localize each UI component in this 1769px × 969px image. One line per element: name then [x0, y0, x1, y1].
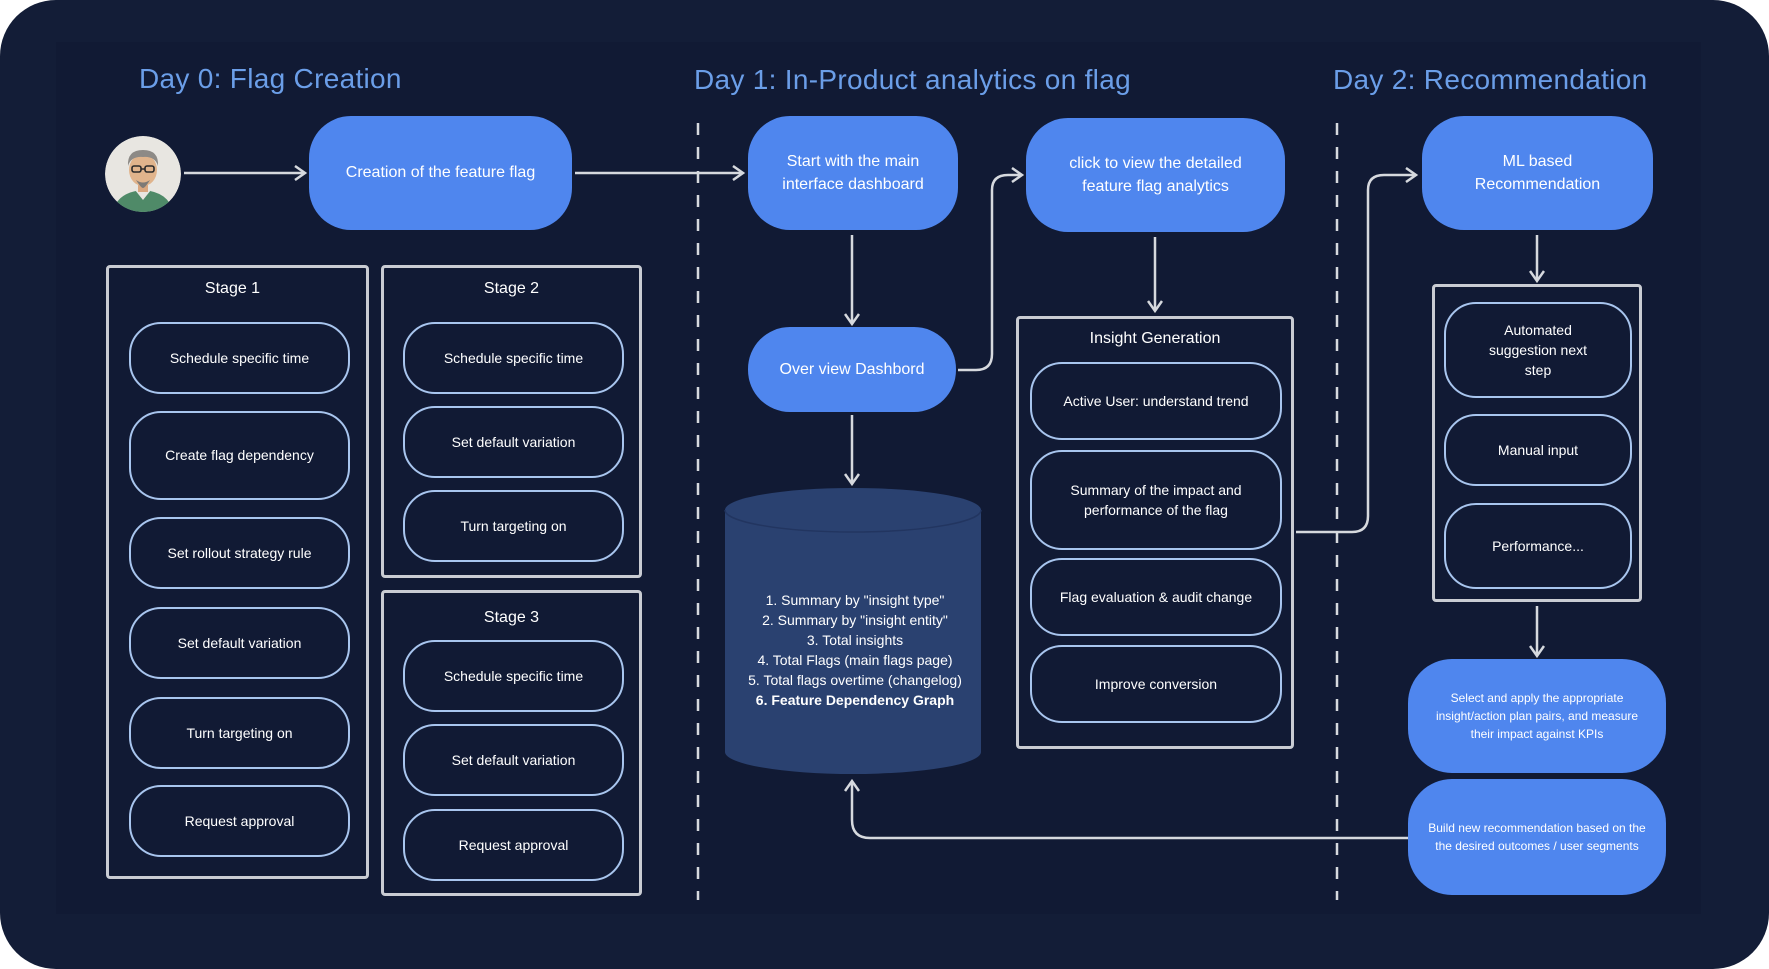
- insight-generation-title: Insight Generation: [1089, 330, 1221, 347]
- stage1-item[interactable]: Set rollout strategy rule: [129, 517, 350, 589]
- stage3-item[interactable]: Schedule specific time: [403, 640, 624, 712]
- insight-item[interactable]: Summary of the impact and performance of…: [1030, 450, 1282, 550]
- arrow-overview-to-detailed: [958, 175, 1022, 372]
- stage1-item[interactable]: Turn targeting on: [129, 697, 350, 769]
- user-avatar-icon: [105, 136, 181, 212]
- select-apply-node[interactable]: Select and apply the appropriate insight…: [1408, 659, 1666, 773]
- stage3-item[interactable]: Set default variation: [403, 724, 624, 796]
- day2-title: Day 2: Recommendation: [1333, 64, 1648, 95]
- creation-of-feature-flag-node[interactable]: Creation of the feature flag: [309, 116, 572, 230]
- database-items: 1. Summary by "insight type" 2. Summary …: [727, 590, 983, 710]
- stage3-title: Stage 3: [483, 609, 540, 626]
- stage2-item[interactable]: Set default variation: [403, 406, 624, 478]
- stage3-box: Stage 3: [381, 590, 642, 896]
- ml-recommendation-node[interactable]: ML based Recommendation: [1422, 116, 1653, 230]
- day0-title: Day 0: Flag Creation: [139, 63, 402, 94]
- arrow-build-to-database: [852, 781, 1408, 840]
- stage1-item[interactable]: Create flag dependency: [129, 411, 350, 500]
- database-item: 4. Total Flags (main flags page): [757, 652, 953, 668]
- database-item: 3. Total insights: [806, 632, 904, 648]
- stage2-title: Stage 2: [483, 280, 540, 297]
- stage1-item[interactable]: Schedule specific time: [129, 322, 350, 394]
- start-main-dashboard-node[interactable]: Start with the main interface dashboard: [748, 116, 958, 230]
- stage1-box: Stage 1: [106, 265, 369, 879]
- detailed-analytics-node[interactable]: click to view the detailed feature flag …: [1026, 118, 1285, 232]
- database-item: 1. Summary by "insight type": [765, 592, 945, 608]
- stage2-item[interactable]: Schedule specific time: [403, 322, 624, 394]
- insight-item[interactable]: Improve conversion: [1030, 645, 1282, 723]
- insight-item[interactable]: Flag evaluation & audit change: [1030, 558, 1282, 636]
- day1-title: Day 1: In-Product analytics on flag: [694, 64, 1131, 95]
- database-cylinder: [724, 488, 982, 774]
- recommendation-item[interactable]: Manual input: [1444, 414, 1632, 486]
- stage1-item[interactable]: Set default variation: [129, 607, 350, 679]
- build-recommendation-node[interactable]: Build new recommendation based on the th…: [1408, 779, 1666, 895]
- stage1-item[interactable]: Request approval: [129, 785, 350, 857]
- stage1-title: Stage 1: [204, 280, 261, 297]
- stage2-item[interactable]: Turn targeting on: [403, 490, 624, 562]
- database-item: 2. Summary by "insight entity": [762, 612, 948, 628]
- recommendation-box: [1432, 284, 1642, 602]
- stage3-item[interactable]: Request approval: [403, 809, 624, 881]
- database-item: 6. Feature Dependency Graph: [755, 692, 955, 708]
- overview-dashboard-node[interactable]: Over view Dashbord: [748, 327, 956, 412]
- recommendation-item[interactable]: Performance...: [1444, 503, 1632, 589]
- insight-item[interactable]: Active User: understand trend: [1030, 362, 1282, 440]
- recommendation-item[interactable]: Automated suggestion next step: [1444, 302, 1632, 398]
- arrow-insight-to-ml: [1296, 175, 1416, 534]
- database-item: 5. Total flags overtime (changelog): [748, 672, 962, 688]
- stage2-box: Stage 2: [381, 265, 642, 578]
- insight-generation-box: Insight Generation: [1016, 316, 1294, 749]
